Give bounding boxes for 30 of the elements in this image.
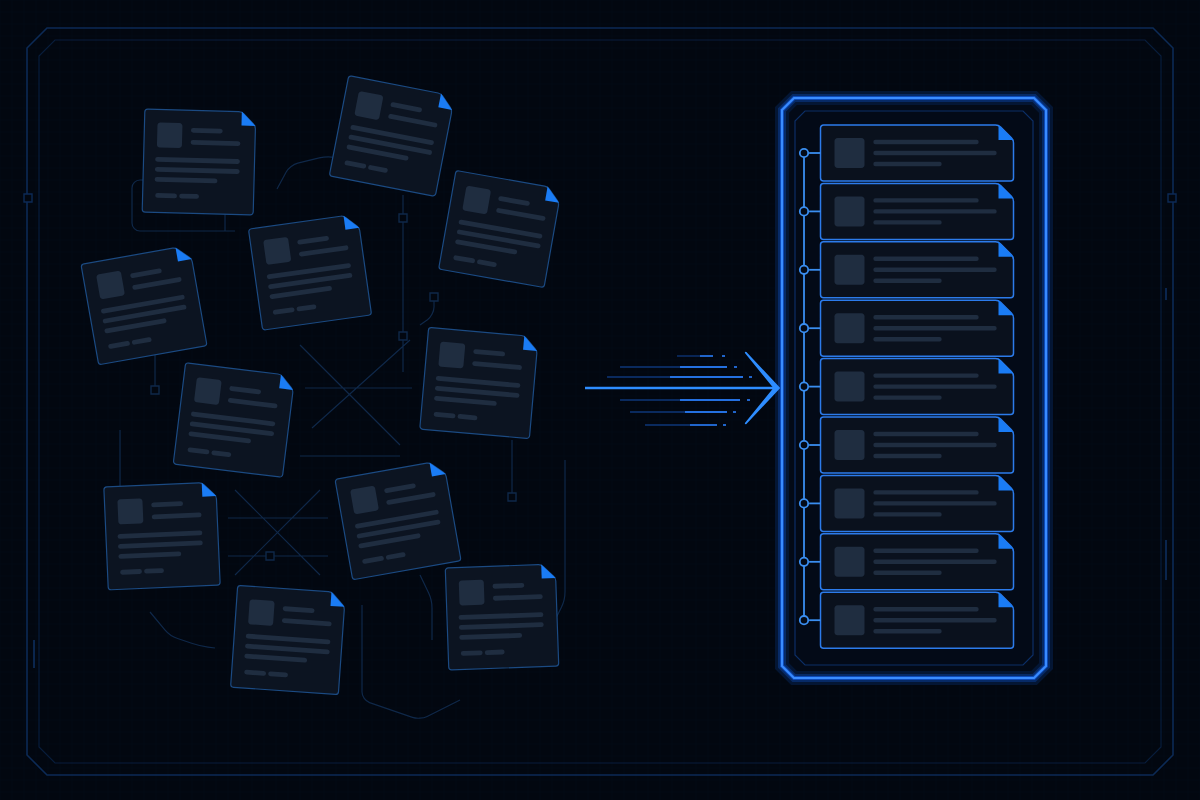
connector-line xyxy=(808,268,822,271)
connector-line xyxy=(808,385,822,388)
document-card xyxy=(819,474,1015,533)
connector-line xyxy=(808,210,822,213)
document-card xyxy=(819,124,1015,182)
document-card xyxy=(103,482,221,591)
document-card xyxy=(419,327,538,439)
document-card xyxy=(819,357,1015,416)
document-card xyxy=(819,299,1015,357)
document-card xyxy=(819,182,1015,241)
connector-line xyxy=(808,502,822,505)
document-card xyxy=(329,75,453,197)
document-card xyxy=(141,108,256,216)
connector-line xyxy=(808,560,822,563)
document-card xyxy=(819,416,1015,474)
connector-line xyxy=(808,152,822,154)
connector-line xyxy=(808,327,822,330)
connector-line xyxy=(808,444,822,446)
arrow xyxy=(585,351,780,425)
document-card xyxy=(819,591,1015,649)
document-card xyxy=(819,241,1015,299)
document-card xyxy=(248,215,372,331)
document-card xyxy=(172,362,294,478)
document-card xyxy=(819,533,1015,591)
document-card xyxy=(444,564,560,671)
document-card xyxy=(230,584,345,696)
document-card xyxy=(438,170,560,288)
document-card xyxy=(334,462,462,580)
connector-line xyxy=(808,619,822,622)
document-card xyxy=(80,247,208,365)
